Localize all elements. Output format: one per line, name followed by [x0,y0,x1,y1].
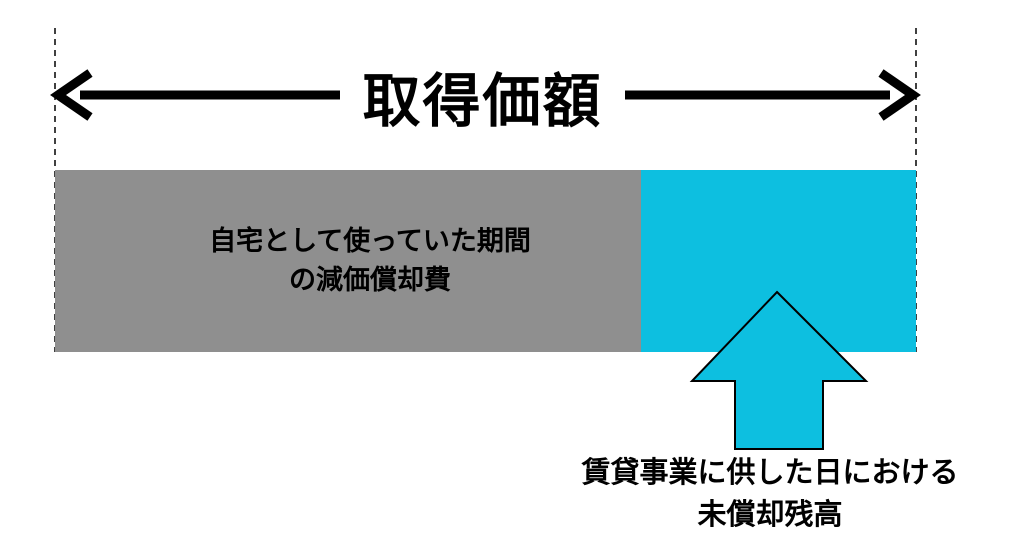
used-period-label: 自宅として使っていた期間 の減価償却費 [150,222,590,300]
remaining-balance-label-line-1: 賃貸事業に供した日における [581,455,959,489]
acquisition-cost-title: 取得価額 [340,56,625,136]
up-pointer-arrow [689,290,869,450]
arrow-head-left [50,69,93,121]
used-period-label-line-1: 自宅として使っていた期間 [209,226,531,257]
used-period-label-line-2: の減価償却費 [289,265,451,297]
remaining-balance-label-line-2: 未償却残高 [697,497,843,532]
arrow-head-right [878,69,921,121]
remaining-balance-label: 賃貸事業に供した日における 未償却残高 [545,451,995,535]
used-period-segment [55,170,641,352]
